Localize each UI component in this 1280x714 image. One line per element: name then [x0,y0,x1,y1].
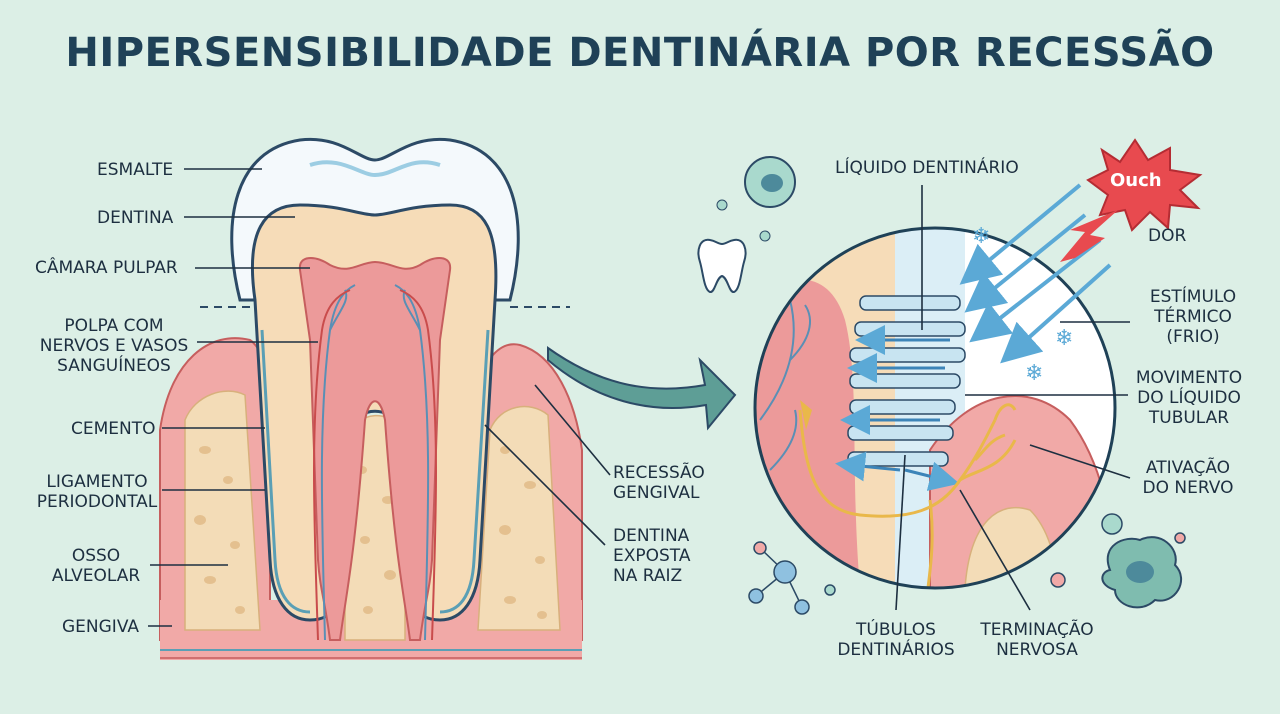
label-esmalte: ESMALTE [97,160,174,180]
snowflake-icons: ❄ ❄ ❄ [972,224,1073,386]
label-polpa: POLPA COM NERVOS E VASOS SANGUÍNEOS [39,316,189,376]
cold-stimulus-arrows [959,183,1112,364]
label-dor: DOR [1148,226,1187,246]
ouch-burst [1060,138,1203,262]
zoom-arrow [547,346,737,431]
label-gengiva: GENGIVA [62,617,139,637]
label-tubulos: TÚBULOS DENTINÁRIOS [837,620,955,660]
label-liquido: LÍQUIDO DENTINÁRIO [835,158,1019,178]
label-movimento: MOVIMENTO DO LÍQUIDO TUBULAR [1135,368,1243,428]
label-camara-pulpar: CÂMARA PULPAR [35,258,178,278]
zoom-leader-lines [895,185,1131,611]
svg-text:❄: ❄ [1055,326,1073,351]
label-terminacao: TERMINAÇÃO NERVOSA [980,620,1094,660]
alveolar-bone-right [477,405,561,631]
zoom-circle [753,226,1117,590]
tooth-cross-section [159,137,583,660]
cell-icon-top [716,156,796,242]
label-ativacao: ATIVAÇÃO DO NERVO [1142,458,1234,498]
label-dentina: DENTINA [97,208,174,228]
pulp-chamber [298,257,452,641]
label-estimulo: ESTÍMULO TÉRMICO (FRIO) [1149,287,1237,347]
svg-text:❄: ❄ [972,224,990,249]
label-cemento: CEMENTO [71,419,156,439]
bacteria-icon [1050,513,1186,609]
label-osso: OSSO ALVEOLAR [51,546,141,586]
small-tooth-icon [697,238,747,293]
label-ligamento: LIGAMENTO PERIODONTAL [36,472,158,512]
label-dentina-exposta: DENTINA EXPOSTA NA RAIZ [613,526,691,586]
label-recessao: RECESSÃO GENGIVAL [613,463,705,503]
svg-text:❄: ❄ [1025,361,1043,386]
label-ouch: Ouch [1110,170,1162,191]
molecule-icon [748,541,836,615]
tooth-leader-lines [148,168,611,627]
page-title: HIPERSENSIBILIDADE DENTINÁRIA POR RECESS… [65,30,1215,76]
